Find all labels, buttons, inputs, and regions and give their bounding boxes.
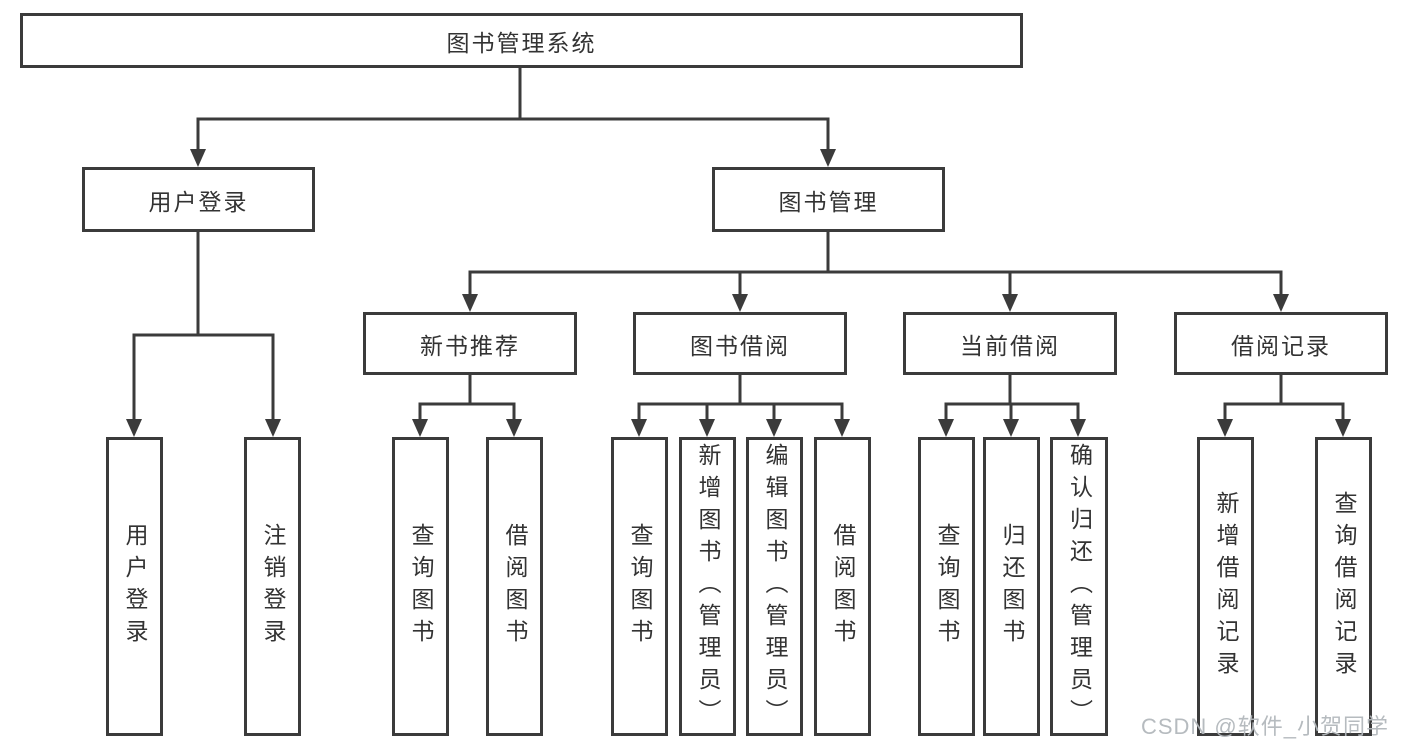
leaf-borrow-books-borrowing-label: 借阅图书 bbox=[830, 522, 856, 651]
leaf-query-books-borrowing: 查询图书 bbox=[611, 437, 668, 736]
leaf-add-borrow-record: 新增借阅记录 bbox=[1197, 437, 1254, 736]
leaf-add-book-admin-label: 新增图书（管理员） bbox=[695, 442, 721, 731]
csdn-watermark: CSDN @软件_小贺同学 bbox=[1140, 714, 1389, 739]
leaf-add-borrow-record-label: 新增借阅记录 bbox=[1213, 490, 1239, 683]
node-borrowing-records-label: 借阅记录 bbox=[1231, 332, 1331, 359]
leaf-return-book: 归还图书 bbox=[983, 437, 1040, 736]
node-current-borrowing-label: 当前借阅 bbox=[960, 332, 1060, 359]
node-book-management: 图书管理 bbox=[712, 167, 945, 232]
node-new-book-recommend-label: 新书推荐 bbox=[420, 332, 520, 359]
node-user-login: 用户登录 bbox=[82, 167, 315, 232]
node-borrowing-records: 借阅记录 bbox=[1174, 312, 1388, 375]
leaf-logout-label: 注销登录 bbox=[260, 522, 286, 651]
leaf-return-book-label: 归还图书 bbox=[999, 522, 1025, 651]
leaf-query-books-borrowing-label: 查询图书 bbox=[627, 522, 653, 651]
leaf-query-books-current: 查询图书 bbox=[918, 437, 975, 736]
leaf-query-borrow-record-label: 查询借阅记录 bbox=[1331, 490, 1357, 683]
leaf-borrow-books-recommend-label: 借阅图书 bbox=[502, 522, 528, 651]
leaf-edit-book-admin-label: 编辑图书（管理员） bbox=[762, 442, 788, 731]
leaf-edit-book-admin: 编辑图书（管理员） bbox=[746, 437, 803, 736]
node-current-borrowing: 当前借阅 bbox=[903, 312, 1117, 375]
leaf-borrow-books-borrowing: 借阅图书 bbox=[814, 437, 871, 736]
leaf-query-borrow-record: 查询借阅记录 bbox=[1315, 437, 1372, 736]
leaf-user-login-label: 用户登录 bbox=[122, 522, 148, 651]
leaf-query-books-recommend: 查询图书 bbox=[392, 437, 449, 736]
leaf-query-books-recommend-label: 查询图书 bbox=[408, 522, 434, 651]
leaf-user-login: 用户登录 bbox=[106, 437, 163, 736]
node-book-borrowing: 图书借阅 bbox=[633, 312, 847, 375]
leaf-confirm-return-admin: 确认归还（管理员） bbox=[1050, 437, 1108, 736]
node-root: 图书管理系统 bbox=[20, 13, 1023, 68]
node-user-login-label: 用户登录 bbox=[148, 188, 249, 215]
leaf-logout: 注销登录 bbox=[244, 437, 301, 736]
node-new-book-recommend: 新书推荐 bbox=[363, 312, 577, 375]
leaf-add-book-admin: 新增图书（管理员） bbox=[679, 437, 736, 736]
leaf-borrow-books-recommend: 借阅图书 bbox=[486, 437, 543, 736]
leaf-confirm-return-admin-label: 确认归还（管理员） bbox=[1066, 442, 1093, 731]
node-root-label: 图书管理系统 bbox=[446, 29, 597, 56]
leaf-query-books-current-label: 查询图书 bbox=[934, 522, 960, 651]
node-book-borrowing-label: 图书借阅 bbox=[690, 332, 790, 359]
node-book-management-label: 图书管理 bbox=[778, 188, 879, 215]
